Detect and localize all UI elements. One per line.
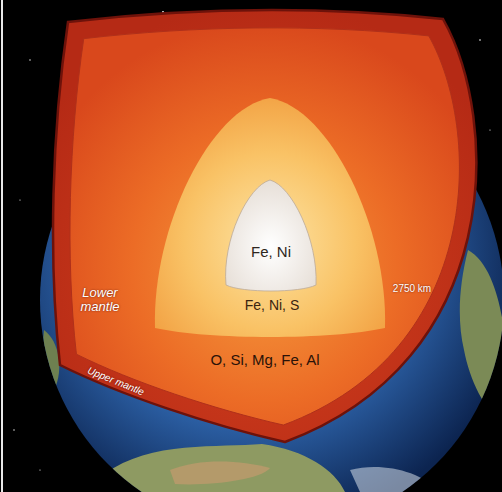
star xyxy=(13,429,14,430)
star xyxy=(479,39,481,41)
layer-shape xyxy=(53,10,476,442)
depth-label: 2750 km xyxy=(393,283,431,294)
layer-name: Lower mantle xyxy=(73,286,127,315)
layer-shape xyxy=(155,98,385,337)
star xyxy=(29,59,30,60)
star xyxy=(39,469,40,470)
composition-label: Fe, Ni xyxy=(251,244,291,261)
landmass xyxy=(95,444,345,492)
desert xyxy=(170,462,270,485)
outer-core-region: Fe, Ni Fe, Ni, S xyxy=(140,90,400,345)
layer-shape xyxy=(226,180,317,291)
star xyxy=(19,199,20,200)
layer-outline xyxy=(215,172,325,297)
lower-mantle-region: Fe, Ni Fe, Ni, S Lower mantle O, Si, Mg, Fe… xyxy=(56,18,496,438)
upper-mantle-shell: Fe, Ni Fe, Ni, S Lower mantle O, Si, Mg, Fe… xyxy=(40,4,502,448)
cloud xyxy=(350,467,440,492)
composition-label: O, Si, Mg, Fe, Al xyxy=(210,352,319,369)
frame-edge xyxy=(1,0,3,492)
composition-label: Fe, Ni, S xyxy=(245,298,299,313)
inner-core-region: Fe, Ni xyxy=(215,172,325,297)
star xyxy=(489,129,490,130)
layer-shape xyxy=(70,28,459,425)
landmass xyxy=(460,250,502,425)
